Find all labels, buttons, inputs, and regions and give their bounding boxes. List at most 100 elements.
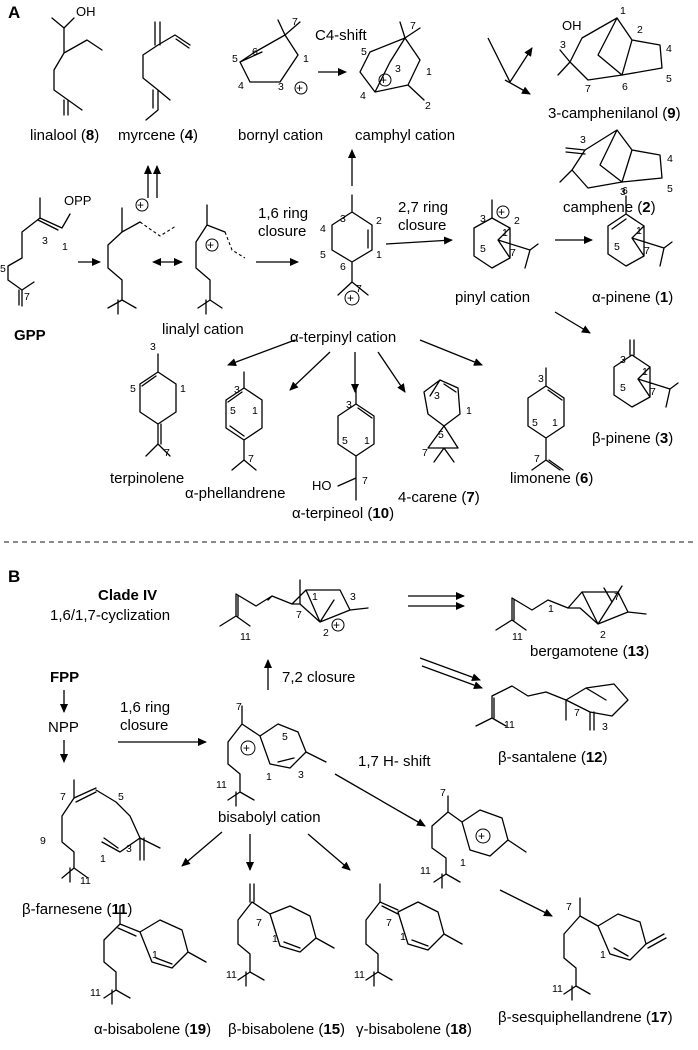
panel-label-b: B bbox=[8, 567, 20, 586]
hshift-cation-structure: + 7 1 11 bbox=[420, 787, 527, 889]
svg-text:3: 3 bbox=[298, 769, 304, 781]
svg-text:3: 3 bbox=[480, 213, 486, 225]
svg-text:2: 2 bbox=[425, 100, 431, 112]
reaction-ring-16-b-line1: 1,6 ring bbox=[120, 699, 170, 716]
svg-text:+: + bbox=[347, 291, 354, 305]
label-sesquiphellandrene: β-sesquiphellandrene (17) bbox=[498, 1009, 673, 1026]
svg-text:11: 11 bbox=[512, 631, 523, 643]
svg-text:7: 7 bbox=[410, 20, 416, 32]
label-bbisabolene: β-bisabolene (15) bbox=[228, 1021, 345, 1038]
svg-text:7: 7 bbox=[60, 791, 66, 803]
svg-text:11: 11 bbox=[90, 987, 101, 999]
arrow-to-carene bbox=[377, 351, 406, 393]
svg-text:7: 7 bbox=[650, 386, 656, 398]
label-bisabolyl-cation: bisabolyl cation bbox=[218, 809, 321, 826]
arrow-to-phellandrene bbox=[289, 351, 331, 391]
linalyl-cation-structure: + bbox=[107, 198, 177, 315]
svg-text:7: 7 bbox=[510, 247, 516, 259]
svg-text:+: + bbox=[243, 741, 250, 755]
svg-text:5: 5 bbox=[232, 53, 238, 65]
svg-text:5: 5 bbox=[438, 429, 444, 441]
bpinene-structure: 3 1 5 7 bbox=[613, 339, 679, 408]
svg-text:7: 7 bbox=[164, 447, 170, 459]
arrow-to-pinyl bbox=[385, 236, 453, 245]
label-bornyl-cation: bornyl cation bbox=[238, 127, 323, 144]
bergamotene-structure: 1 7 2 11 bbox=[495, 585, 647, 643]
svg-text:1: 1 bbox=[364, 435, 370, 447]
svg-text:1: 1 bbox=[426, 66, 432, 78]
svg-text:11: 11 bbox=[504, 719, 515, 731]
label-linalyl-cation: linalyl cation bbox=[162, 321, 244, 338]
arrow-branch-stem bbox=[487, 37, 511, 83]
linalyl-cation-resonance-structure: + bbox=[195, 204, 246, 315]
reaction-ring-16-a-line2: closure bbox=[258, 223, 306, 240]
svg-text:2: 2 bbox=[514, 215, 520, 227]
svg-text:3: 3 bbox=[620, 186, 626, 198]
gbisabolene-structure: 7 1 11 bbox=[354, 883, 463, 987]
svg-text:7: 7 bbox=[356, 283, 362, 295]
arrow-to-camphene bbox=[504, 79, 531, 95]
svg-text:+: + bbox=[207, 238, 214, 252]
label-phellandrene: α-phellandrene bbox=[185, 485, 285, 502]
svg-text:2: 2 bbox=[376, 215, 382, 227]
svg-text:3: 3 bbox=[126, 843, 132, 855]
svg-text:1: 1 bbox=[152, 949, 158, 961]
svg-text:7: 7 bbox=[614, 591, 620, 603]
svg-text:11: 11 bbox=[216, 779, 227, 791]
svg-text:7: 7 bbox=[386, 917, 392, 929]
santalene-structure: 7 3 11 bbox=[475, 683, 629, 733]
limonene-structure: 3 5 1 7 bbox=[527, 367, 565, 471]
svg-text:+: + bbox=[296, 81, 303, 95]
svg-text:HO: HO bbox=[312, 478, 332, 493]
myrcene-structure bbox=[142, 21, 191, 121]
svg-text:4: 4 bbox=[238, 80, 244, 92]
svg-text:11: 11 bbox=[80, 875, 91, 887]
svg-text:7: 7 bbox=[24, 291, 30, 303]
pinyl-cation-structure: + 3 2 1 5 7 bbox=[473, 199, 539, 269]
apinene-structure: 3 1 5 7 bbox=[607, 186, 673, 267]
terpineol-structure: 3 5 1 7 HO bbox=[312, 387, 375, 501]
svg-text:OH: OH bbox=[562, 18, 582, 33]
label-abisabolene: α-bisabolene (19) bbox=[94, 1021, 211, 1038]
svg-text:1: 1 bbox=[62, 241, 68, 253]
arrow-h-shift bbox=[334, 773, 426, 827]
svg-text:6: 6 bbox=[622, 81, 628, 93]
svg-text:1: 1 bbox=[552, 417, 558, 429]
svg-text:5: 5 bbox=[361, 46, 367, 58]
svg-text:3: 3 bbox=[150, 341, 156, 353]
svg-text:7: 7 bbox=[236, 701, 242, 713]
arrow-to-limonene bbox=[419, 339, 483, 366]
svg-text:1: 1 bbox=[100, 853, 106, 865]
arrow-to-gbisabolene bbox=[307, 833, 351, 871]
svg-text:5: 5 bbox=[320, 249, 326, 261]
svg-text:5: 5 bbox=[667, 183, 673, 195]
bisabolyl-cation-structure: + 7 5 1 3 11 bbox=[216, 701, 327, 807]
svg-text:11: 11 bbox=[420, 865, 431, 877]
svg-text:1: 1 bbox=[400, 931, 406, 943]
svg-text:5: 5 bbox=[666, 73, 672, 85]
svg-text:7: 7 bbox=[644, 245, 650, 257]
svg-text:7: 7 bbox=[248, 453, 254, 465]
arrow-to-bpinene bbox=[554, 311, 591, 334]
svg-text:5: 5 bbox=[480, 243, 486, 255]
svg-text:6: 6 bbox=[252, 46, 258, 58]
svg-text:7: 7 bbox=[256, 917, 262, 929]
svg-text:11: 11 bbox=[226, 969, 237, 981]
label-bergamotene: bergamotene (13) bbox=[530, 643, 649, 660]
label-bpinene: β-pinene (3) bbox=[592, 430, 673, 447]
svg-text:4: 4 bbox=[666, 43, 672, 55]
svg-text:1: 1 bbox=[600, 949, 606, 961]
svg-text:4: 4 bbox=[360, 90, 366, 102]
arrow-to-terpinolene bbox=[227, 339, 296, 366]
svg-text:1: 1 bbox=[466, 405, 472, 417]
label-myrcene: myrcene (4) bbox=[118, 127, 198, 144]
svg-text:3: 3 bbox=[278, 81, 284, 93]
label-clade-iv: Clade IV bbox=[98, 587, 157, 604]
svg-text:3: 3 bbox=[620, 354, 626, 366]
svg-text:3: 3 bbox=[602, 721, 608, 733]
label-farnesene: β-farnesene (11) bbox=[22, 901, 132, 918]
reaction-c4-shift: C4-shift bbox=[315, 27, 368, 44]
reaction-72-closure: 7,2 closure bbox=[282, 669, 355, 686]
svg-text:11: 11 bbox=[354, 969, 365, 981]
